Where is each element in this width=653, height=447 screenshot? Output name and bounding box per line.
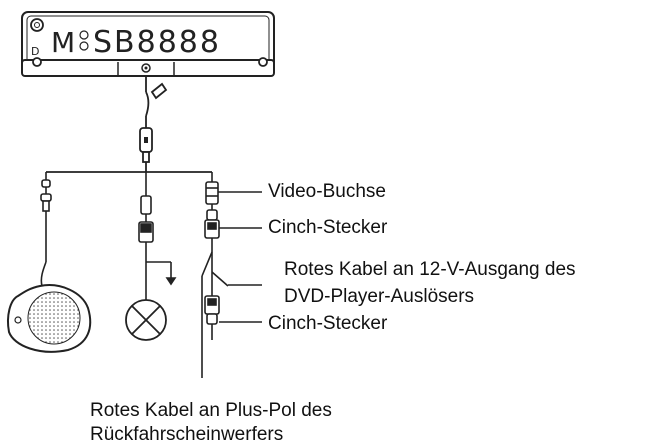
cinch-plug-icon-1 xyxy=(206,209,218,221)
plate-letter-d: D xyxy=(31,45,39,58)
label-cinch-plug-2: Cinch-Stecker xyxy=(268,313,388,334)
video-branch xyxy=(201,172,229,378)
main-cable xyxy=(145,76,168,128)
label-cinch-plug-1: Cinch-Stecker xyxy=(268,217,388,238)
plate-characters: SB8888 xyxy=(93,25,221,60)
label-red-cable-12v-line2: DVD-Player-Auslösers xyxy=(284,286,475,307)
label-leaders xyxy=(218,191,262,323)
splitter-connector xyxy=(139,127,153,172)
microphone-icon xyxy=(7,284,92,353)
label-video-jack: Video-Buchse xyxy=(268,181,386,202)
microphone-branch xyxy=(40,172,52,287)
video-jack-icon xyxy=(205,181,219,205)
lamp-icon xyxy=(125,299,167,341)
label-red-cable-plus-line1: Rotes Kabel an Plus-Pol des xyxy=(90,400,332,421)
license-plate-camera: D M SB8888 xyxy=(21,11,275,77)
lamp-branch xyxy=(138,172,177,302)
label-red-cable-plus-line2: Rückfahrscheinwerfers xyxy=(90,424,284,445)
plate-letter-m: M xyxy=(51,26,75,59)
label-red-cable-12v-line1: Rotes Kabel an 12-V-Ausgang des xyxy=(284,259,576,280)
